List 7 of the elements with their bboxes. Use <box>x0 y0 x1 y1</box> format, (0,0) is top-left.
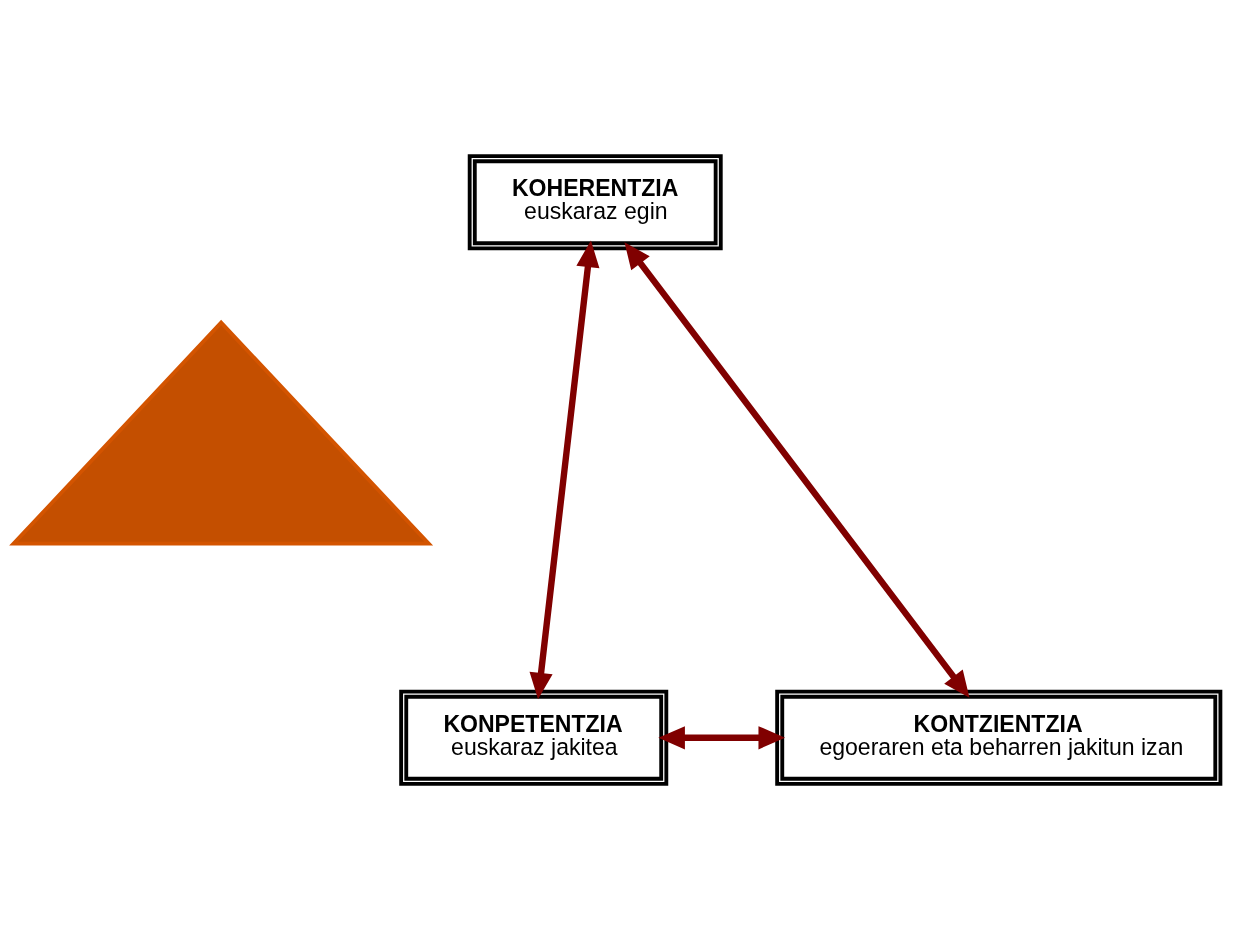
node-box: KONPETENTZIA euskaraz jakitea <box>399 689 669 786</box>
arrow <box>658 726 786 750</box>
node-box: KONTZIENTZIA egoeraren eta beharren jakitun izan <box>775 689 1223 786</box>
arrow <box>529 240 600 700</box>
node-box: KOHERENTZIA euskaraz egin <box>467 154 723 251</box>
arrow <box>624 242 970 698</box>
node-triangle <box>9 319 434 546</box>
